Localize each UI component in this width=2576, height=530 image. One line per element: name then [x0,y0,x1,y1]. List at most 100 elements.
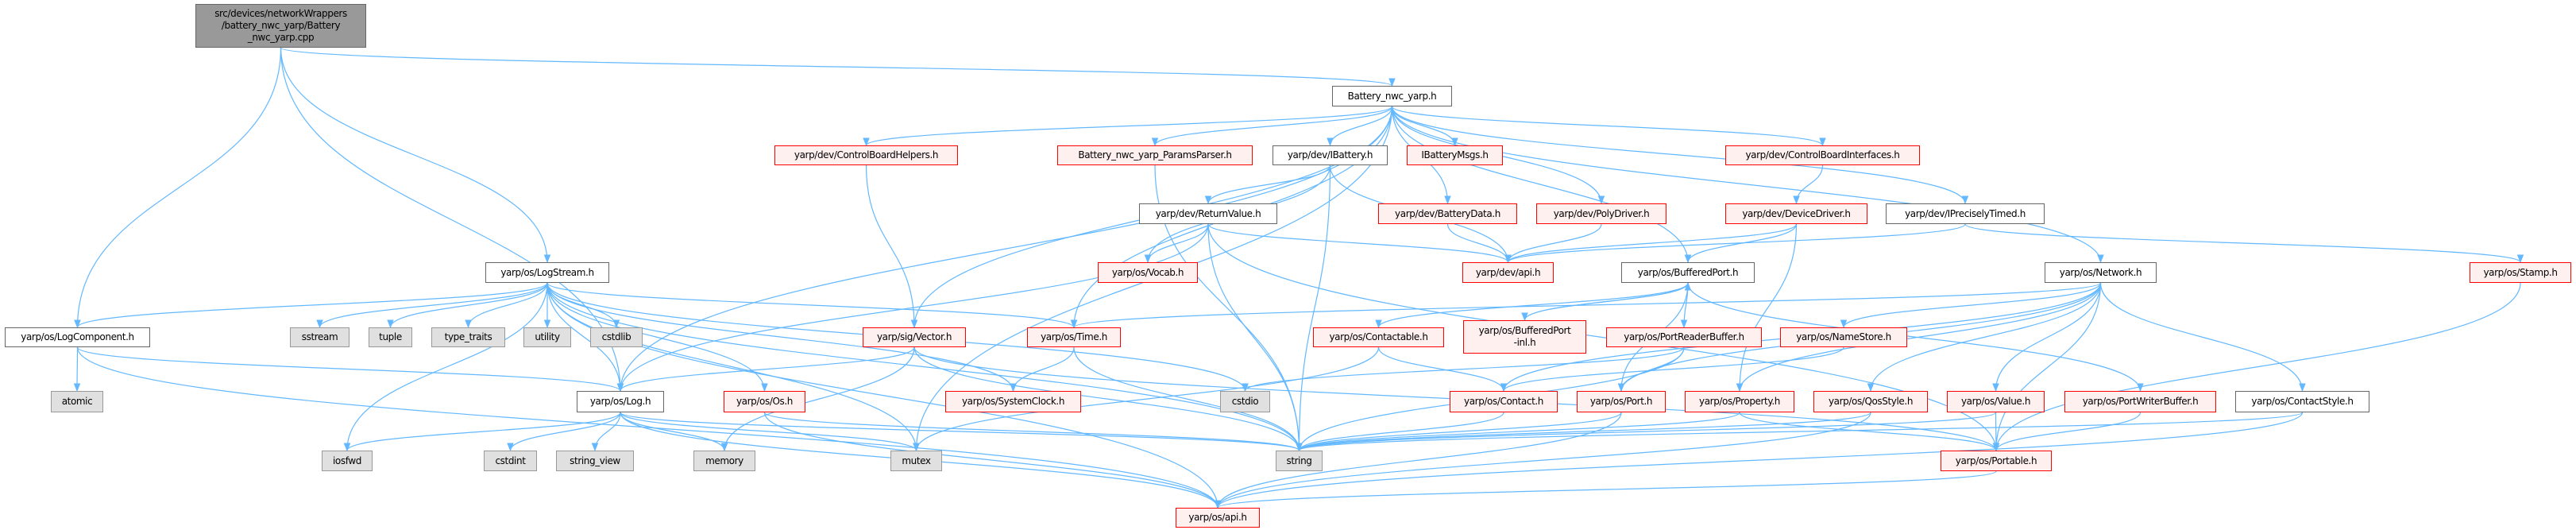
edge-logcomponent-to-osapi [76,346,1222,509]
node-logstream[interactable]: yarp/os/LogStream.h [485,262,609,283]
edge-returnvalue-to-string [1207,223,1303,452]
node-value[interactable]: yarp/os/Value.h [1947,391,2045,412]
edge-battery-to-cbhelpers [863,106,1393,147]
node-iosfwd[interactable]: iosfwd [322,451,373,471]
edge-logstream-to-sstream [316,282,548,329]
node-cbhelpers[interactable]: yarp/dev/ControlBoardHelpers.h [774,145,958,165]
node-iprecisely[interactable]: yarp/dev/IPreciselyTimed.h [1886,203,2045,224]
node-tuple[interactable]: tuple [369,327,412,347]
node-contactstyle[interactable]: yarp/os/ContactStyle.h [2235,391,2369,412]
node-utility[interactable]: utility [523,327,571,347]
edge-log-to-memory [620,412,728,452]
node-qosstyle[interactable]: yarp/os/QosStyle.h [1813,391,1928,412]
edge-logstream-to-mutex [546,282,920,452]
node-time[interactable]: yarp/os/Time.h [1027,327,1121,347]
edge-bpinl-to-bufferedport [1524,281,1692,321]
node-batterydata[interactable]: yarp/dev/BatteryData.h [1378,203,1517,224]
node-string[interactable]: string [1276,451,1323,471]
node-portreaderbuffer[interactable]: yarp/os/PortReaderBuffer.h [1606,327,1762,347]
edge-root-to-battery [280,47,1396,87]
node-log[interactable]: yarp/os/Log.h [577,391,664,412]
edge-cbhelpers-to-vector [865,164,918,329]
node-devicedriver[interactable]: yarp/dev/DeviceDriver.h [1725,203,1867,224]
node-atomic[interactable]: atomic [51,391,103,412]
node-contact[interactable]: yarp/os/Contact.h [1450,391,1558,412]
edge-port-to-osapi [1214,412,1622,509]
edge-logstream-to-logcomponent [74,282,548,329]
edge-returnvalue-to-log [616,223,1209,393]
node-returnvalue[interactable]: yarp/dev/ReturnValue.h [1139,203,1277,224]
edge-port-to-string [1296,412,1622,452]
node-type-traits[interactable]: type_traits [431,327,505,347]
edge-battery-to-params [1151,106,1393,147]
node-portable[interactable]: yarp/os/Portable.h [1941,451,2052,471]
node-mutex[interactable]: mutex [890,451,942,471]
edge-portreaderbuffer-to-cstdio [1242,346,1685,393]
edge-network-to-contactstyle [2099,282,2306,393]
node-bpinl[interactable]: yarp/os/BufferedPort -inl.h [1463,320,1586,354]
edge-log-to-cstdint [507,412,621,452]
node-namestore[interactable]: yarp/os/NameStore.h [1780,327,1907,347]
node-string-view[interactable]: string_view [556,451,634,471]
node-battery[interactable]: Battery_nwc_yarp.h [1332,86,1452,106]
node-vocab[interactable]: yarp/os/Vocab.h [1098,262,1198,283]
node-property[interactable]: yarp/os/Property.h [1685,391,1794,412]
node-stamp[interactable]: yarp/os/Stamp.h [2470,262,2571,283]
node-ibattery[interactable]: yarp/dev/IBattery.h [1273,145,1388,165]
edge-time-to-string [1073,346,1303,452]
node-port[interactable]: yarp/os/Port.h [1577,391,1666,412]
node-contactable[interactable]: yarp/os/Contactable.h [1313,327,1444,347]
node-cstdlib[interactable]: cstdlib [590,327,643,347]
edge-network-to-qosstyle [1867,282,2102,393]
edge-network-to-time [1071,282,2102,329]
node-network[interactable]: yarp/os/Network.h [2045,262,2157,283]
edge-battery-to-cbinterfaces [1391,106,1826,147]
edge-log-to-iosfwd [343,412,621,452]
edge-property-to-portable [1739,412,2000,452]
node-cbinterfaces[interactable]: yarp/dev/ControlBoardInterfaces.h [1725,145,1920,165]
edge-logcomponent-to-log [76,346,624,393]
node-params[interactable]: Battery_nwc_yarp_ParamsParser.h [1057,145,1253,165]
edge-battery-to-iprecisely [1391,106,1969,205]
edge-iprecisely-to-stamp [1964,223,2524,264]
edge-contact-to-string [1296,412,1504,452]
edge-logstream-to-systemclock [546,282,1017,393]
edge-logcomponent-to-atomic [73,346,81,393]
edge-network-to-property [1736,282,2102,393]
node-ibatmsgs[interactable]: IBatteryMsgs.h [1407,145,1503,165]
node-polydriver[interactable]: yarp/dev/PolyDriver.h [1536,203,1666,224]
edge-contactable-to-mutex [913,346,1380,452]
edge-ibattery-to-string [1296,164,1331,452]
node-sstream[interactable]: sstream [290,327,350,347]
node-logcomponent[interactable]: yarp/os/LogComponent.h [5,327,150,347]
edge-log-to-string [620,412,1303,452]
node-cstdio[interactable]: cstdio [1220,391,1270,412]
node-portwriterbuffer[interactable]: yarp/os/PortWriterBuffer.h [2064,391,2216,412]
node-os[interactable]: yarp/os/Os.h [724,391,805,412]
edge-portable-to-osapi [1215,470,1997,509]
edge-log-to-mutex [620,412,920,452]
edge-logstream-to-string [546,282,1303,452]
node-bufferedport[interactable]: yarp/os/BufferedPort.h [1621,262,1755,283]
node-memory[interactable]: memory [693,451,755,471]
edge-logstream-to-iosfwd [343,282,548,452]
node-vector[interactable]: yarp/sig/Vector.h [863,327,966,347]
edge-contactstyle-to-osapi [1214,412,2304,509]
edge-battery-to-bufferedport [1391,106,1692,264]
edge-logstream-to-type_traits [465,282,548,329]
edge-os-to-string [763,412,1303,452]
edge-network-to-value [1992,282,2102,393]
node-cstdint[interactable]: cstdint [484,451,537,471]
edge-logstream-to-osapi [546,282,1222,509]
edge-vector-to-memory [720,346,915,452]
edge-qosstyle-to-string [1296,412,1871,452]
node-osapi[interactable]: yarp/os/api.h [1176,508,1260,528]
edge-vector-to-log [616,346,915,393]
edge-cbinterfaces-to-devicedriver [1793,164,1824,205]
edge-polydriver-to-devapi [1504,223,1602,264]
edge-contactable-to-contact [1377,346,1508,393]
node-devapi[interactable]: yarp/dev/api.h [1462,262,1554,283]
edge-stamp-to-portable [1992,282,2521,452]
node-systemclock[interactable]: yarp/os/SystemClock.h [945,391,1081,412]
edge-value-to-string [1296,412,1997,452]
